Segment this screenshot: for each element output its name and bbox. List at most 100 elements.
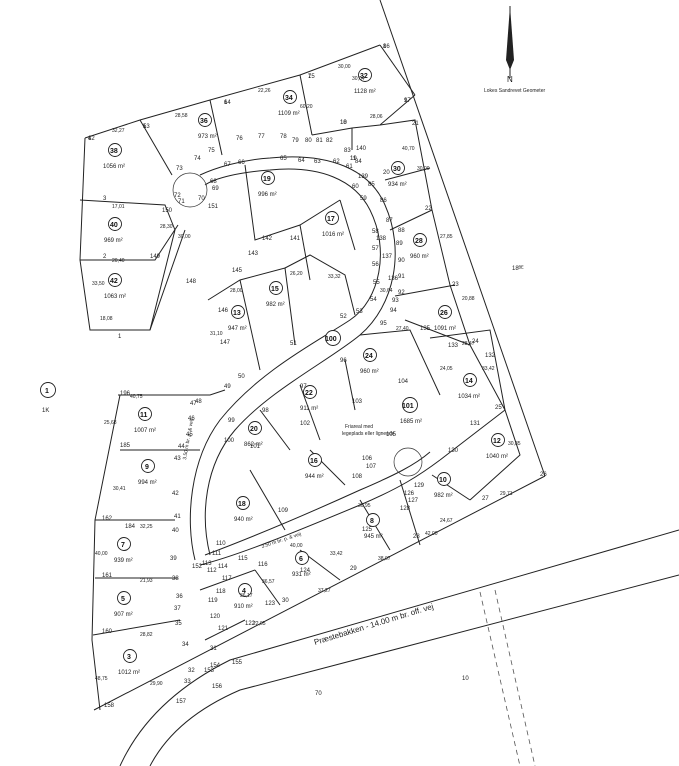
bottom-label-2: 10 [462, 676, 469, 682]
point-number: 162 [102, 516, 113, 522]
point-number: 113 [202, 561, 212, 567]
dimension-label: 32,25 [140, 524, 153, 530]
point-number: 22 [425, 206, 432, 212]
point-number: 85 [368, 182, 375, 188]
svg-text:996 m²: 996 m² [258, 192, 277, 198]
point-number: 155 [232, 660, 243, 666]
point-number: 87 [386, 218, 393, 224]
point-number: 127 [408, 498, 419, 504]
dimension-label: 40,70 [402, 146, 415, 152]
point-number: 150 [162, 208, 173, 214]
point-number: 110 [216, 541, 226, 547]
point-number: 51 [290, 341, 297, 347]
point-number: 61 [346, 164, 353, 170]
svg-text:8: 8 [370, 518, 374, 525]
point-number: 18 [340, 120, 347, 126]
point-number: 103 [352, 399, 363, 405]
dimension-label: 30,85 [508, 441, 521, 447]
point-number: 70 [198, 196, 205, 202]
dimension-label: 40,75 [130, 394, 143, 400]
point-number: 161 [102, 573, 113, 579]
point-number: 141 [290, 236, 301, 242]
svg-text:960 m²: 960 m² [360, 369, 379, 375]
dimension-label: 36,17 [240, 593, 253, 599]
dimension-label: 24,05 [440, 366, 453, 372]
dimension-label: 21,93 [140, 578, 153, 584]
dimension-label: 40,00 [290, 543, 303, 549]
point-number: 154 [210, 663, 221, 669]
svg-text:1109 m²: 1109 m² [278, 111, 300, 117]
point-number: 136 [388, 276, 399, 282]
svg-text:1016 m²: 1016 m² [322, 232, 344, 238]
point-number: 89 [396, 241, 403, 247]
dimension-label: 27,40 [396, 326, 409, 332]
point-number: 31 [210, 646, 217, 652]
svg-text:945 m²: 945 m² [364, 534, 383, 540]
point-number: 4 [88, 136, 92, 142]
svg-text:13: 13 [233, 310, 241, 317]
point-number: 101 [250, 444, 261, 450]
point-number: 138 [376, 236, 387, 242]
svg-text:1063 m²: 1063 m² [104, 294, 126, 300]
point-number: 2 [103, 254, 107, 260]
point-number: 93 [392, 298, 399, 304]
svg-text:24: 24 [365, 353, 373, 360]
point-number: 122 [245, 621, 256, 627]
point-number: 137 [382, 254, 393, 260]
point-number: 94 [390, 308, 397, 314]
dimension-label: 17,01 [112, 204, 125, 210]
point-number: 129 [414, 483, 425, 489]
point-number: 11 [350, 156, 357, 162]
point-number: 46 [188, 416, 195, 422]
dimension-label: 28,06 [370, 114, 383, 120]
point-number: 72 [174, 193, 181, 199]
path-label: 3.50 m br. p. & veij [182, 419, 195, 461]
point-number: 38 [172, 576, 179, 582]
dimension-labels: 32,2728,5822,2630,0030,0460,2028,0640,70… [92, 64, 521, 687]
lot-8: 8 945 m² [364, 513, 383, 540]
lot-13: 13 947 m² [228, 305, 247, 332]
point-number: 156 [212, 684, 223, 690]
point-number: 15 [308, 74, 315, 80]
point-number: 73 [176, 166, 183, 172]
svg-text:7: 7 [121, 542, 125, 549]
svg-text:947 m²: 947 m² [228, 326, 247, 332]
dimension-label: 28,30 [160, 224, 173, 230]
road-label: Præstebakken - 14.00 m br. off. vej [313, 602, 435, 647]
dimension-label: 30,95 [358, 503, 371, 509]
point-number: 21 [412, 121, 419, 127]
point-number: 17 [404, 98, 411, 104]
point-number: 28 [413, 534, 420, 540]
dimension-label: 27,85 [440, 234, 453, 240]
lot-boundaries [79, 44, 521, 641]
point-number: 83 [344, 148, 351, 154]
dimension-label: 33,50 [92, 281, 105, 287]
svg-text:28: 28 [415, 238, 423, 245]
point-number: 98 [262, 408, 269, 414]
dimension-label: 22,26 [258, 88, 271, 94]
svg-text:15: 15 [271, 286, 279, 293]
point-number: 148 [186, 279, 197, 285]
svg-text:1012 m²: 1012 m² [118, 670, 140, 676]
point-number: 92 [398, 290, 405, 296]
dimension-label: 20,88 [462, 296, 475, 302]
point-number: 47 [190, 401, 197, 407]
svg-text:40: 40 [110, 222, 118, 229]
point-number: 130 [448, 448, 459, 454]
svg-text:1056 m²: 1056 m² [103, 164, 125, 170]
svg-text:1091 m²: 1091 m² [434, 326, 456, 332]
point-number: 75 [208, 148, 215, 154]
svg-text:10: 10 [439, 477, 447, 484]
